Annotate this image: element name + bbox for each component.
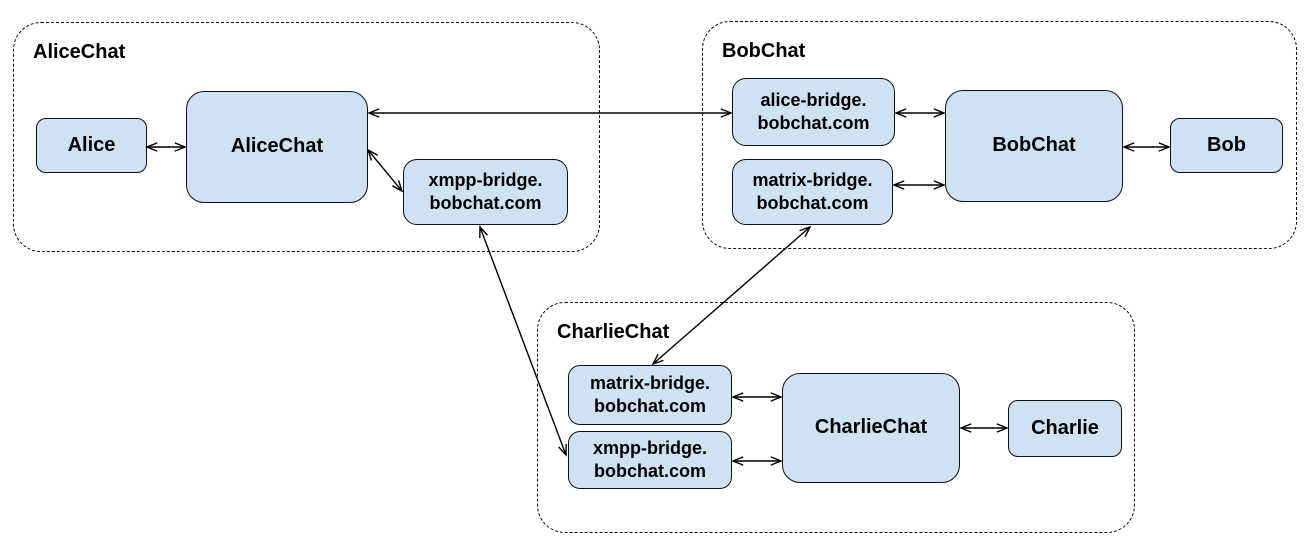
node-xmpp-bridge-alice: xmpp-bridge. bobchat.com — [403, 159, 568, 225]
node-label-line: alice-bridge. — [760, 89, 867, 110]
node-label-line: BobChat — [992, 134, 1076, 157]
node-label-line: bobchat.com — [593, 461, 706, 481]
node-bobchat-server: BobChat — [945, 90, 1123, 202]
node-label-line: bobchat.com — [756, 193, 869, 213]
group-label-alicechat-group: AliceChat — [33, 41, 126, 63]
node-alice: Alice — [36, 118, 147, 173]
group-label-charliechat-group: CharlieChat — [557, 321, 670, 343]
node-alicechat-server: AliceChat — [186, 91, 368, 203]
node-charliechat-server: CharlieChat — [782, 373, 960, 483]
node-bob: Bob — [1170, 118, 1283, 173]
node-alice-bridge-bob: alice-bridge. bobchat.com — [732, 78, 895, 146]
node-label-line: xmpp-bridge. — [592, 437, 707, 458]
node-matrix-bridge-bob: matrix-bridge. bobchat.com — [732, 159, 893, 225]
node-label-line: bobchat.com — [593, 396, 706, 416]
node-label-line: xmpp-bridge. — [428, 169, 543, 190]
node-label-line: bobchat.com — [429, 193, 542, 213]
node-label-line: matrix-bridge. — [589, 372, 711, 393]
group-alicechat-group: AliceChat — [13, 22, 600, 252]
node-label-line: Alice — [67, 133, 116, 156]
node-xmpp-bridge-charlie: xmpp-bridge. bobchat.com — [568, 431, 732, 489]
node-label-line: matrix-bridge. — [752, 169, 873, 190]
node-label-line: Bob — [1207, 133, 1246, 156]
group-label-bobchat-group: BobChat — [722, 40, 806, 62]
node-label-line: AliceChat — [230, 135, 324, 158]
group-bobchat-group: BobChat — [702, 21, 1297, 249]
node-label-line: CharlieChat — [814, 416, 928, 439]
node-charlie: Charlie — [1008, 400, 1122, 457]
node-label-line: Charlie — [1031, 416, 1099, 439]
node-label-line: bobchat.com — [757, 113, 870, 133]
node-matrix-bridge-charlie: matrix-bridge. bobchat.com — [568, 365, 732, 425]
